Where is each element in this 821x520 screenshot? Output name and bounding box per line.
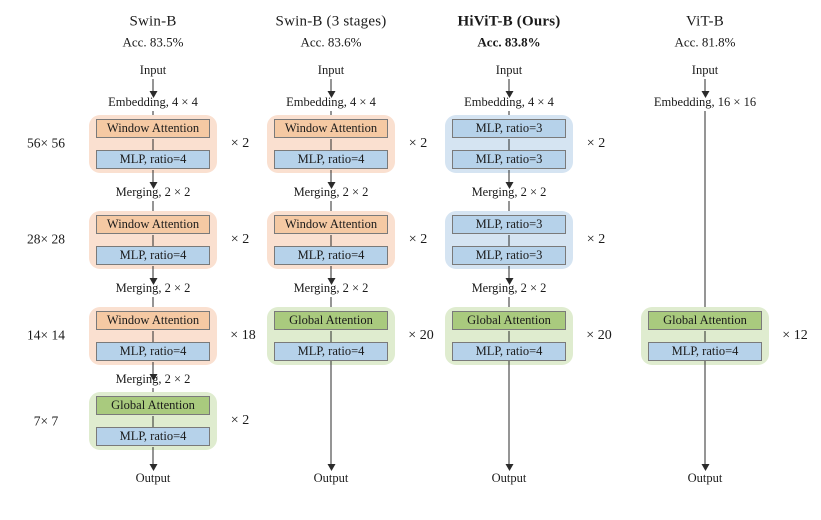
- arrow-within-stage: [149, 331, 158, 349]
- op-mlp: MLP, ratio=3: [452, 119, 566, 138]
- arrow-stage2-to-merging: [327, 266, 336, 285]
- arrow-within-stage: [701, 331, 710, 349]
- stage-multiplier: × 2: [586, 232, 606, 247]
- arrow-input-to-embedding: [149, 79, 158, 98]
- resolution-label-14: 14× 14: [27, 327, 65, 343]
- op-global-attention: Global Attention: [452, 311, 566, 330]
- embedding-label: Embedding, 4 × 4: [286, 94, 376, 109]
- op-mlp: MLP, ratio=3: [452, 246, 566, 265]
- column-accuracy: Acc. 83.5%: [122, 34, 184, 50]
- arrow-input-to-embedding: [701, 79, 710, 98]
- output-label: Output: [135, 470, 171, 485]
- embedding-label: Embedding, 4 × 4: [108, 94, 198, 109]
- op-mlp: MLP, ratio=4: [648, 342, 762, 361]
- stage-multiplier: × 20: [408, 328, 434, 343]
- arrow-embedding-to-stage1: [701, 111, 710, 314]
- merging-label: Merging, 2 × 2: [471, 280, 547, 295]
- input-label: Input: [139, 62, 167, 77]
- arrow-stage4-to-output: [149, 447, 158, 471]
- stage-multiplier: × 18: [230, 328, 256, 343]
- merging-label: Merging, 2 × 2: [115, 184, 191, 199]
- column-title: Swin-B (3 stages): [275, 13, 387, 30]
- arrow-within-stage: [149, 139, 158, 157]
- arrow-stage1-to-output: [701, 361, 710, 471]
- embedding-label: Embedding, 4 × 4: [464, 94, 554, 109]
- stage-multiplier: × 20: [586, 328, 612, 343]
- op-mlp: MLP, ratio=3: [452, 150, 566, 169]
- op-mlp: MLP, ratio=4: [274, 150, 388, 169]
- merging-label: Merging, 2 × 2: [115, 371, 191, 386]
- stage-multiplier: × 12: [782, 328, 808, 343]
- input-label: Input: [495, 62, 523, 77]
- op-global-attention: Global Attention: [96, 396, 210, 415]
- column-title: HiViT-B (Ours): [457, 13, 561, 30]
- arrow-stage1-to-merging: [505, 170, 514, 189]
- merging-label: Merging, 2 × 2: [115, 280, 191, 295]
- merging-label: Merging, 2 × 2: [471, 184, 547, 199]
- op-mlp: MLP, ratio=4: [274, 342, 388, 361]
- arrow-stage1-to-merging: [149, 170, 158, 189]
- output-label: Output: [491, 470, 527, 485]
- op-global-attention: Global Attention: [648, 311, 762, 330]
- arrow-within-stage: [327, 331, 336, 349]
- op-mlp: MLP, ratio=4: [96, 150, 210, 169]
- arrow-input-to-embedding: [505, 79, 514, 98]
- resolution-label-56: 56× 56: [27, 135, 65, 151]
- column-accuracy: Acc. 83.6%: [300, 34, 362, 50]
- stage-multiplier: × 2: [230, 232, 250, 247]
- stage-multiplier: × 2: [586, 136, 606, 151]
- arrow-within-stage: [149, 235, 158, 253]
- arrow-within-stage: [505, 331, 514, 349]
- column-accuracy: Acc. 83.8%: [477, 34, 541, 50]
- stage-multiplier: × 2: [230, 413, 250, 428]
- input-label: Input: [317, 62, 345, 77]
- arrow-stage2-to-merging: [505, 266, 514, 285]
- op-mlp: MLP, ratio=4: [96, 427, 210, 446]
- output-label: Output: [313, 470, 349, 485]
- arrow-stage2-to-merging: [149, 266, 158, 285]
- arrow-within-stage: [327, 235, 336, 253]
- op-window-attention: Window Attention: [274, 119, 388, 138]
- arrow-stage3-to-output: [505, 361, 514, 471]
- arrow-stage3-to-output: [327, 361, 336, 471]
- embedding-label: Embedding, 16 × 16: [653, 94, 757, 109]
- op-mlp: MLP, ratio=4: [96, 342, 210, 361]
- merging-label: Merging, 2 × 2: [293, 184, 369, 199]
- merging-label: Merging, 2 × 2: [293, 280, 369, 295]
- arrow-within-stage: [505, 139, 514, 157]
- column-title: ViT-B: [686, 13, 724, 30]
- op-window-attention: Window Attention: [96, 119, 210, 138]
- op-mlp: MLP, ratio=4: [96, 246, 210, 265]
- stage-multiplier: × 2: [408, 136, 428, 151]
- op-mlp: MLP, ratio=4: [452, 342, 566, 361]
- arrow-within-stage: [327, 139, 336, 157]
- stage-multiplier: × 2: [230, 136, 250, 151]
- arrow-stage1-to-merging: [327, 170, 336, 189]
- resolution-label-28: 28× 28: [27, 231, 65, 247]
- column-title: Swin-B: [129, 13, 177, 30]
- op-window-attention: Window Attention: [274, 215, 388, 234]
- resolution-label-7: 7× 7: [33, 413, 59, 429]
- op-mlp: MLP, ratio=4: [274, 246, 388, 265]
- op-global-attention: Global Attention: [274, 311, 388, 330]
- op-window-attention: Window Attention: [96, 215, 210, 234]
- arrow-stage3-to-merging: [149, 362, 158, 381]
- arrow-input-to-embedding: [327, 79, 336, 98]
- op-mlp: MLP, ratio=3: [452, 215, 566, 234]
- arrow-within-stage: [149, 416, 158, 434]
- column-accuracy: Acc. 81.8%: [674, 34, 736, 50]
- op-window-attention: Window Attention: [96, 311, 210, 330]
- output-label: Output: [687, 470, 723, 485]
- stage-multiplier: × 2: [408, 232, 428, 247]
- input-label: Input: [691, 62, 719, 77]
- arrow-within-stage: [505, 235, 514, 253]
